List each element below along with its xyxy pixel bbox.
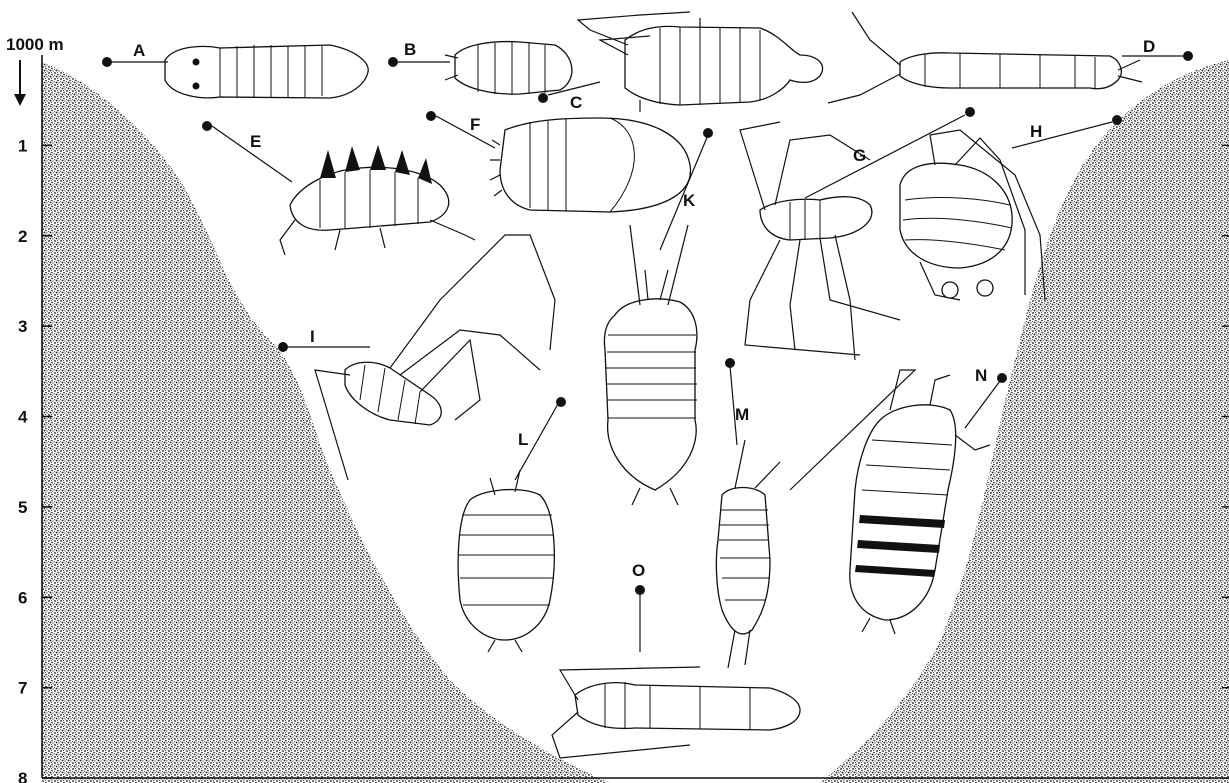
specimen-k-label: K: [683, 191, 696, 210]
depth-tick-label-2: 2: [18, 227, 27, 246]
specimen-h-label: H: [1030, 122, 1042, 141]
depth-tick-label-3: 3: [18, 317, 27, 336]
specimen-o-label: O: [632, 561, 645, 580]
specimen-c-label: C: [570, 93, 582, 112]
depth-tick-label-1: 1: [18, 136, 27, 155]
specimen-l-label: L: [518, 430, 528, 449]
depth-axis-top-label: 1000 m: [6, 35, 64, 54]
specimen-d-label: D: [1143, 37, 1155, 56]
depth-tick-label-6: 6: [18, 588, 27, 607]
depth-tick-label-7: 7: [18, 679, 27, 698]
specimen-f-label: F: [470, 115, 480, 134]
specimen-f: F: [426, 111, 690, 212]
specimen-m: M: [716, 358, 780, 668]
specimen-e: E: [202, 121, 475, 255]
specimen-g-label: G: [853, 146, 866, 165]
depth-tick-label-4: 4: [18, 408, 28, 427]
specimen-m-label: M: [735, 405, 749, 424]
specimen-d: D: [828, 12, 1193, 103]
specimen-i-label: I: [310, 327, 315, 346]
depth-tick-label-5: 5: [18, 498, 27, 517]
specimen-a: A: [102, 41, 368, 98]
specimen-b: B: [388, 40, 572, 94]
specimen-e-label: E: [250, 132, 261, 151]
specimen-n-label: N: [975, 366, 987, 385]
depth-tick-label-8: 8: [18, 769, 27, 783]
specimen-b-label: B: [404, 40, 416, 59]
specimen-c: C: [538, 12, 823, 112]
specimen-a-label: A: [133, 41, 145, 60]
specimen-l: L: [458, 397, 566, 652]
